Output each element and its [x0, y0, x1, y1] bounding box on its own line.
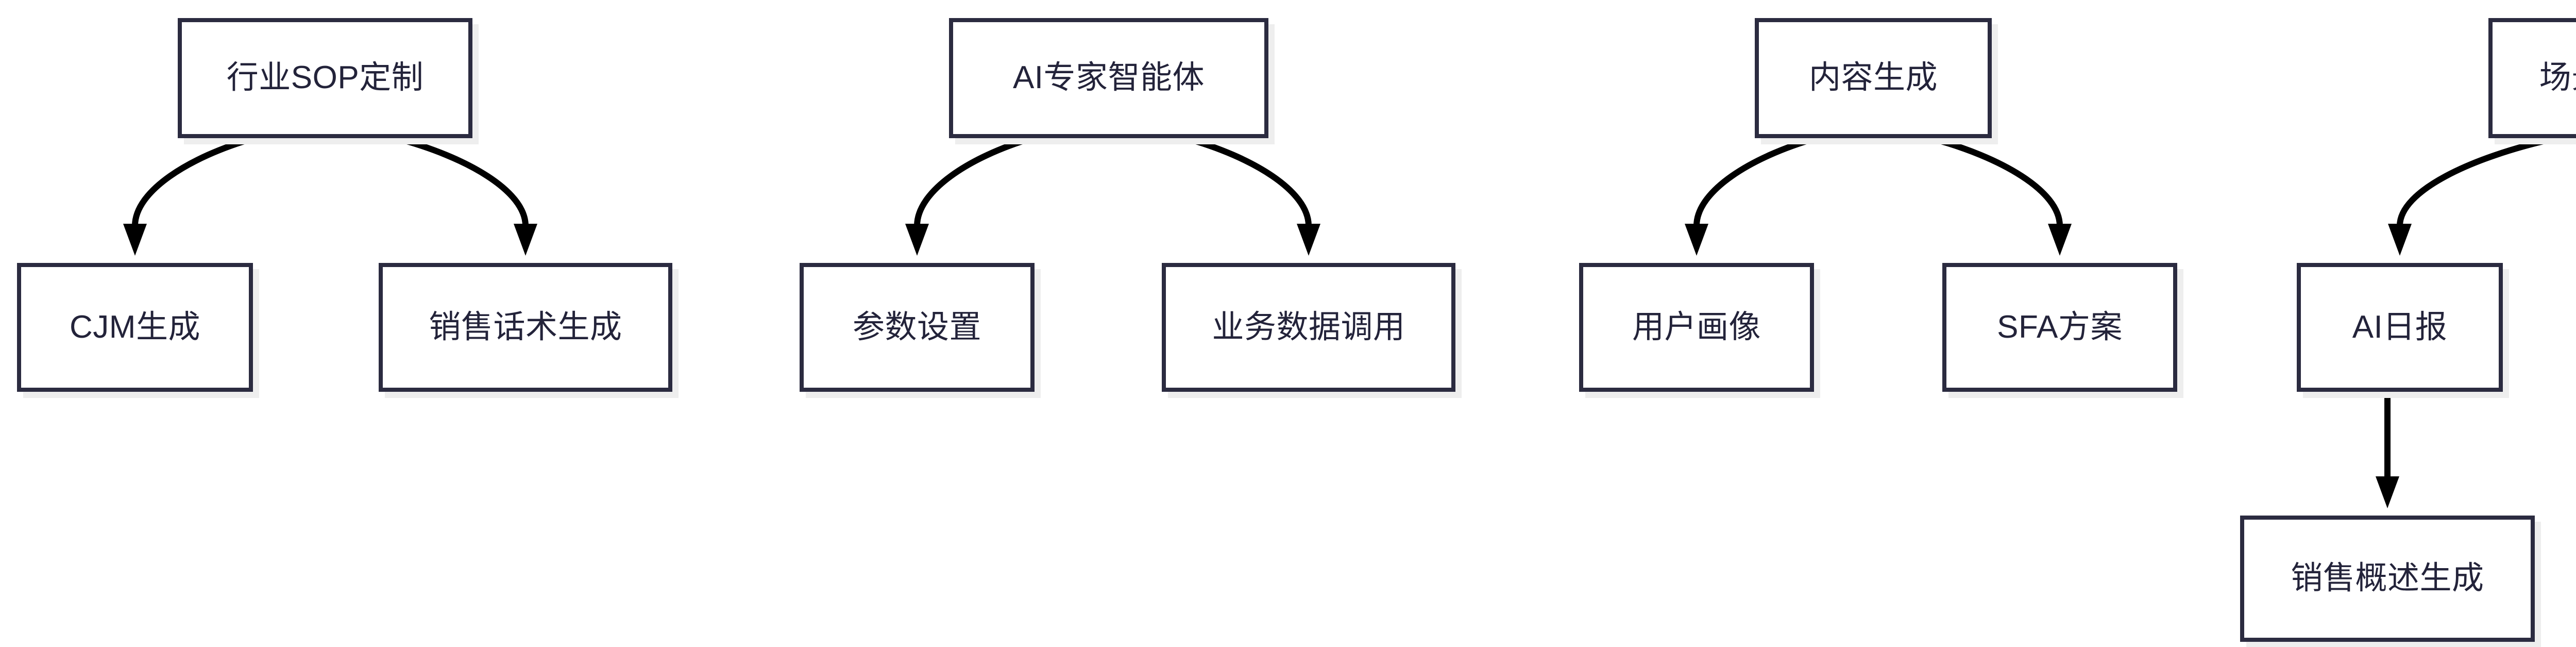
- node-cjm-generation[interactable]: CJM生成: [17, 263, 253, 392]
- node-scenario-application[interactable]: 场景化应用: [2488, 18, 2576, 138]
- node-label: 内容生成: [1808, 60, 1938, 96]
- node-parameter-settings[interactable]: 参数设置: [800, 263, 1035, 392]
- node-label: SFA方案: [1997, 309, 2123, 345]
- node-content-generation[interactable]: 内容生成: [1755, 18, 1992, 138]
- edge-n-sop-to-n-script: [395, 135, 529, 226]
- node-label: AI日报: [2352, 309, 2448, 345]
- node-ai-expert-agent[interactable]: AI专家智能体: [949, 18, 1268, 138]
- node-sales-script-generation[interactable]: 销售话术生成: [379, 263, 672, 392]
- node-label: 销售话术生成: [429, 309, 622, 345]
- node-label: 行业SOP定制: [226, 60, 424, 96]
- edge-n-agent-to-n-params-arrowhead: [905, 224, 929, 256]
- node-label: 场景化应用: [2539, 60, 2576, 96]
- edge-n-sop-to-n-cjm: [132, 135, 256, 226]
- node-label: CJM生成: [70, 309, 200, 345]
- edge-n-daily-to-n-summary-arrowhead: [2376, 476, 2399, 508]
- node-business-data-invocation[interactable]: 业务数据调用: [1162, 263, 1455, 392]
- node-ai-daily-report[interactable]: AI日报: [2297, 263, 2503, 392]
- node-label: 业务数据调用: [1212, 309, 1405, 345]
- node-sfa-solution[interactable]: SFA方案: [1942, 263, 2177, 392]
- node-label: 参数设置: [852, 309, 981, 345]
- edge-n-content-to-n-sfa-arrowhead: [2048, 224, 2072, 256]
- edge-n-sop-to-n-cjm-arrowhead: [123, 224, 147, 256]
- edge-n-scenario-to-n-daily: [2397, 135, 2557, 226]
- edge-n-content-to-n-persona: [1693, 135, 1818, 226]
- edge-n-content-to-n-sfa: [1929, 135, 2063, 226]
- edge-n-scenario-to-n-daily-arrowhead: [2388, 224, 2412, 256]
- node-user-persona[interactable]: 用户画像: [1579, 263, 1814, 392]
- edge-n-sop-to-n-script-arrowhead: [514, 224, 537, 256]
- node-label: 用户画像: [1632, 309, 1761, 345]
- node-industry-sop-custom[interactable]: 行业SOP定制: [178, 18, 472, 138]
- node-label: AI专家智能体: [1012, 60, 1205, 96]
- node-sales-summary-generation[interactable]: 销售概述生成: [2240, 516, 2535, 642]
- edge-n-agent-to-n-bizdata-arrowhead: [1297, 224, 1320, 256]
- edge-n-agent-to-n-params: [914, 135, 1033, 226]
- edge-n-agent-to-n-bizdata: [1184, 135, 1312, 226]
- node-label: 销售概述生成: [2291, 560, 2484, 596]
- edge-n-content-to-n-persona-arrowhead: [1685, 224, 1708, 256]
